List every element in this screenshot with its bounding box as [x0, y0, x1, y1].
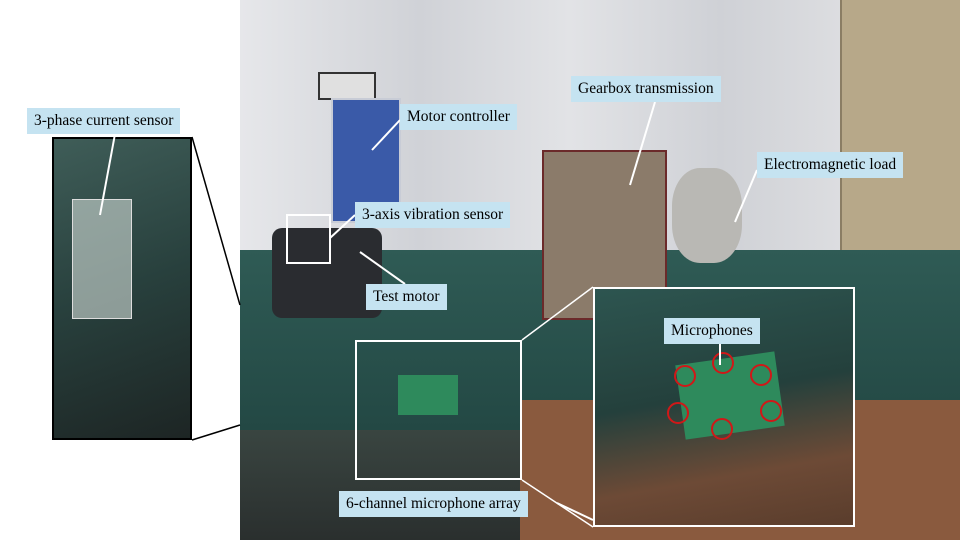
- microphone-marker: [760, 400, 782, 422]
- microphone-marker: [674, 365, 696, 387]
- microphone-marker: [750, 364, 772, 386]
- microphone-array-board: [398, 375, 458, 415]
- mic-array-highlight: [355, 340, 522, 480]
- microphone-marker: [667, 402, 689, 424]
- label-motor-controller: Motor controller: [400, 104, 517, 130]
- microphone-marker: [711, 418, 733, 440]
- vibration-sensor-highlight: [286, 214, 331, 264]
- label-mic-array: 6-channel microphone array: [339, 491, 528, 517]
- controller-display: [318, 72, 376, 100]
- label-test-motor: Test motor: [366, 284, 447, 310]
- test-motor-body: [272, 228, 382, 318]
- microphone-marker: [712, 352, 734, 374]
- label-microphones: Microphones: [664, 318, 760, 344]
- current-sensor-inset: [52, 137, 192, 440]
- label-gearbox: Gearbox transmission: [571, 76, 721, 102]
- label-electromagnetic-load: Electromagnetic load: [757, 152, 904, 178]
- label-current-sensor: 3-phase current sensor: [27, 108, 181, 134]
- electromagnetic-load-body: [672, 168, 742, 263]
- label-vibration-sensor: 3-axis vibration sensor: [355, 202, 511, 228]
